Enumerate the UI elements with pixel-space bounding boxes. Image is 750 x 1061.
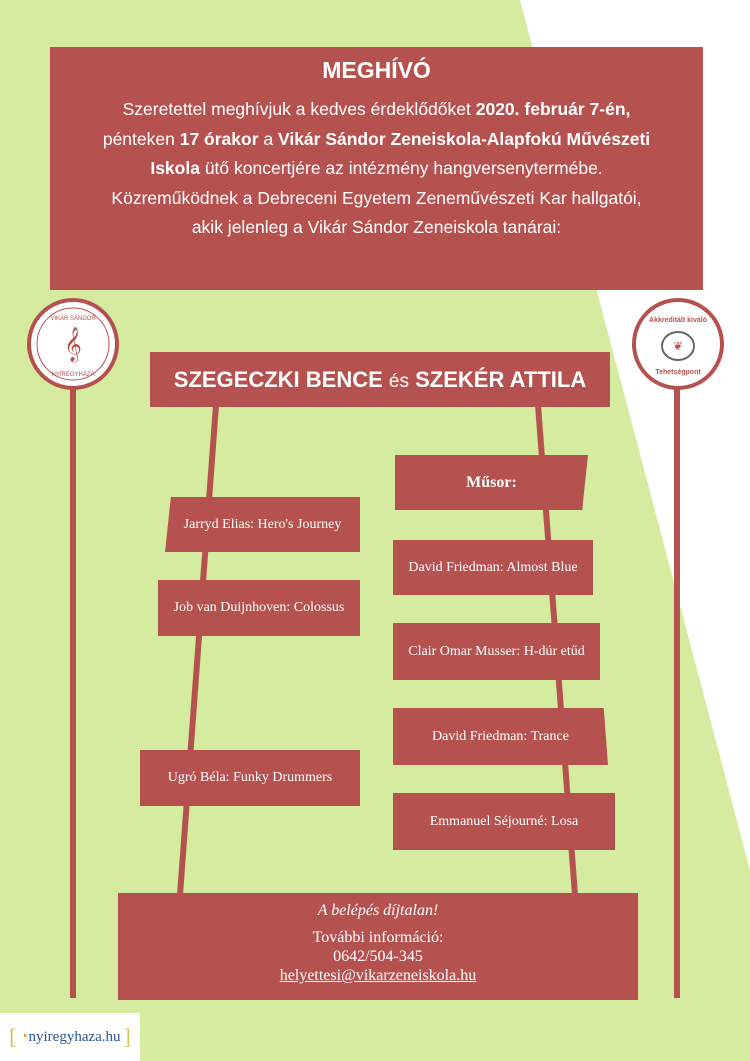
performers-banner: SZEGECZKI BENCE és SZEKÉR ATTILA	[150, 352, 610, 407]
credit-text: nyiregyhaza.hu	[28, 1028, 121, 1045]
site-logo-icon: ◔	[19, 1028, 29, 1045]
program-item-left: Job van Duijnhoven: Colossus	[158, 580, 360, 636]
footer-box: A belépés díjtalan! További információ: …	[118, 893, 638, 1000]
program-item-right: Clair Omar Musser: H-dúr etűd	[393, 623, 600, 680]
invitation-line: Közreműködnek a Debreceni Egyetem Zenemű…	[111, 187, 642, 208]
invitation-line: Szeretettel meghívjuk a kedves érdeklődő…	[122, 99, 631, 119]
talent-point-logo: Akkreditált kiváló ❦ Tehetségpont	[632, 298, 724, 390]
svg-text:𝄞: 𝄞	[64, 327, 82, 363]
svg-text:NYÍREGYHÁZA: NYÍREGYHÁZA	[51, 371, 94, 378]
phone-number: 0642/504-345	[333, 948, 423, 965]
svg-text:VIKÁR SÁNDOR: VIKÁR SÁNDOR	[50, 315, 96, 322]
program-item-left: Ugró Béla: Funky Drummers	[140, 750, 360, 806]
svg-text:Akkreditált kiváló: Akkreditált kiváló	[649, 317, 707, 324]
free-entry-text: A belépés díjtalan!	[317, 902, 439, 919]
program-item-right: David Friedman: Trance	[393, 708, 608, 765]
invitation-line: akik jelenleg a Vikár Sándor Zeneiskola …	[191, 217, 562, 237]
svg-text:Tehetségpont: Tehetségpont	[655, 369, 701, 376]
email-link[interactable]: helyettesi@vikarzeneiskola.hu	[279, 967, 477, 984]
invitation-line: Iskola ütő koncertjére az intézmény hang…	[150, 158, 603, 178]
svg-text:❦: ❦	[673, 339, 683, 353]
school-logo: 𝄞 VIKÁR SÁNDOR NYÍREGYHÁZA	[27, 298, 119, 390]
program-title: Műsor:	[395, 455, 588, 510]
source-credit: [◔nyiregyhaza.hu]	[0, 1013, 140, 1061]
program-item-right: Emmanuel Séjourné: Losa	[393, 793, 615, 850]
program-item-right: David Friedman: Almost Blue	[393, 540, 593, 595]
program-item-left: Jarryd Elias: Hero's Journey	[165, 497, 360, 552]
invitation-title: MEGHÍVÓ	[322, 57, 431, 83]
invitation-box: MEGHÍVÓ Szeretettel meghívjuk a kedves é…	[50, 47, 703, 290]
info-label: További információ:	[312, 929, 444, 946]
invitation-line: pénteken 17 órakor a Vikár Sándor Zeneis…	[102, 128, 651, 149]
